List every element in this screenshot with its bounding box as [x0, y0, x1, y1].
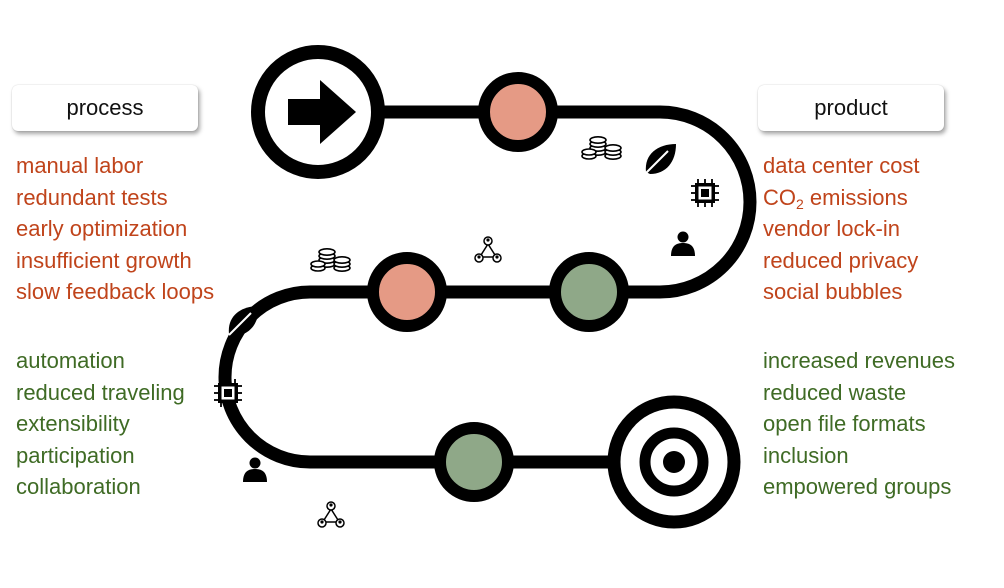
network-icon [474, 236, 502, 263]
list-item: CO2 emissions [763, 184, 908, 212]
leaf-icon [644, 143, 677, 175]
network-icon [317, 501, 345, 528]
process-negatives-list: manual labor redundant tests early optim… [16, 150, 214, 308]
process-title: process [66, 95, 144, 120]
product-negatives-list: data center cost CO2 emissions vendor lo… [763, 150, 920, 308]
list-item: slow feedback loops [16, 279, 215, 304]
target-node [607, 395, 741, 529]
product-title: product [814, 95, 888, 120]
list-item: extensibility [16, 411, 130, 436]
start-node [251, 45, 385, 179]
list-item: early optimization [16, 216, 188, 241]
list-item: data center cost [763, 153, 920, 178]
leaf-icon [227, 305, 260, 337]
list-item: vendor lock-in [763, 216, 900, 241]
list-item: redundant tests [16, 184, 168, 210]
list-item: insufficient growth [16, 247, 192, 273]
product-positives-list: increased revenues reduced waste open fi… [763, 345, 955, 503]
list-item: reduced waste [763, 379, 907, 405]
person-icon [671, 231, 695, 256]
chip-icon [213, 378, 243, 408]
coins-icon [310, 248, 351, 273]
list-item: automation [16, 348, 125, 373]
list-item: social bubbles [763, 279, 903, 304]
chip-icon [690, 178, 720, 208]
list-item: increased revenues [763, 348, 956, 373]
person-icon [243, 457, 267, 482]
start-arrow-icon [288, 80, 356, 144]
milestone-node-negative-2 [367, 252, 447, 332]
list-item: collaboration [16, 474, 141, 499]
process-label-box: process [12, 85, 198, 131]
list-item: participation [16, 442, 135, 468]
process-positives-list: automation reduced traveling extensibili… [16, 345, 185, 503]
list-item: inclusion [763, 442, 849, 468]
winding-path [218, 105, 757, 469]
list-item: reduced traveling [16, 379, 185, 405]
list-item: manual labor [16, 153, 144, 178]
milestone-node-negative-1 [478, 72, 558, 152]
product-label-box: product [758, 85, 944, 131]
list-item: empowered groups [763, 474, 952, 499]
list-item: open file formats [763, 411, 926, 436]
target-icon [639, 427, 709, 497]
milestone-node-positive-2 [434, 422, 514, 502]
list-item: reduced privacy [763, 247, 919, 273]
milestone-node-positive-1 [549, 252, 629, 332]
coins-icon [581, 136, 622, 160]
